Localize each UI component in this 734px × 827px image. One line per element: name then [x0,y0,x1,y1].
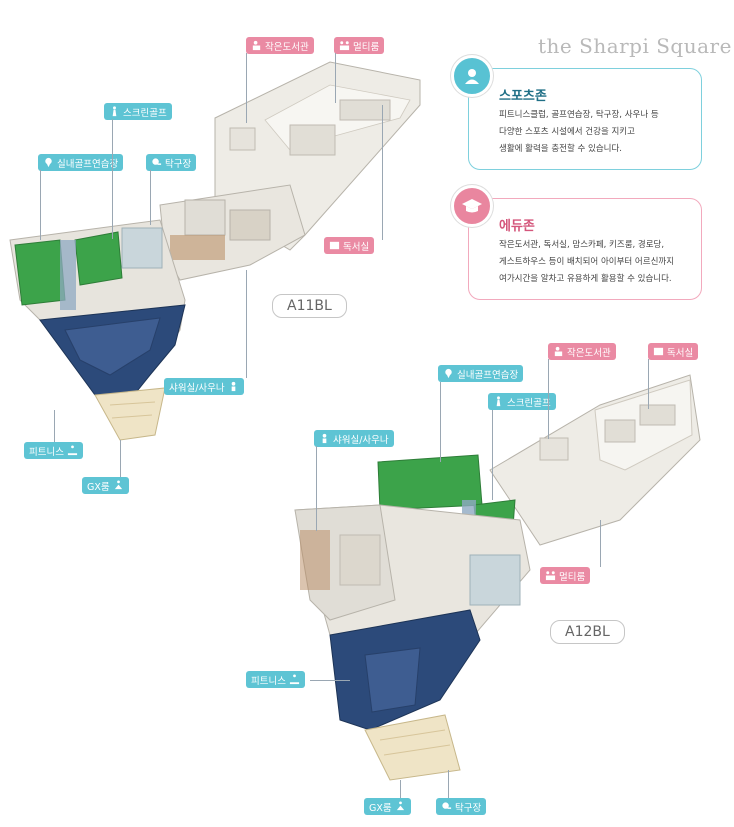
a11-shower-callout: 샤워실/사우나 [164,378,244,395]
a12-screen-golf-callout: 스크린골프 [488,393,556,410]
a11-plan-label: A11BL [272,294,347,318]
pingpong-icon [442,802,452,809]
a12-pingpong-callout: 탁구장 [436,798,487,815]
treadmill-icon [289,674,300,685]
yoga-icon [114,480,122,490]
sports-zone-card: 스포츠존 피트니스클럽, 골프연습장, 탁구장, 사우나 등 다양한 스포츠 시… [451,55,702,170]
yoga-icon [396,801,404,811]
a12-indoor-golf-callout: 실내골프연습장 [438,365,524,382]
a12-plan-label: A12BL [550,620,625,644]
a12-fitness-callout: 피트니스 [246,671,305,688]
a11-screen-golf-callout: 스크린골프 [104,103,172,120]
a12-library-callout: 작은도서관 [548,343,616,360]
a11-reading-room-callout: 독서실 [324,237,375,254]
treadmill-icon [67,445,78,456]
reader-icon [252,40,261,51]
sports-zone-title: 스포츠존 [499,89,547,104]
a11-library-callout: 작은도서관 [246,37,314,54]
shower-icon [231,381,235,392]
a12-reading-room-callout: 독서실 [648,343,699,360]
sports-zone-desc: 피트니스클럽, 골프연습장, 탁구장, 사우나 등 다양한 스포츠 시설에서 건… [499,110,659,154]
location-pin-icon [445,368,452,379]
book-icon [653,347,664,356]
a11-multiroom-callout: 멀티룸 [334,37,385,54]
book-icon [329,241,340,250]
edu-zone-desc: 작은도서관, 독서실, 맘스카페, 키즈룸, 경로당, 게스트하우스 등이 배치… [499,240,675,284]
pingpong-icon [152,158,162,165]
a11-pingpong-callout: 탁구장 [146,154,197,171]
graduation-cap-icon [451,185,493,227]
golfer-icon [496,396,501,407]
group-icon [339,41,350,51]
golfer-icon [112,106,117,117]
a11-gx-callout: GX룸 [82,477,129,494]
user-icon [451,55,493,97]
shower-icon [322,433,327,444]
a12-multiroom-callout: 멀티룸 [540,567,591,584]
a11-indoor-golf-callout: 실내골프연습장 [38,154,124,171]
edu-zone-title: 에듀존 [499,219,535,234]
edu-zone-card: 에듀존 작은도서관, 독서실, 맘스카페, 키즈룸, 경로당, 게스트하우스 등… [451,185,702,300]
a12-gx-callout: GX룸 [364,798,411,815]
location-pin-icon [45,157,52,168]
a11-fitness-callout: 피트니스 [24,442,83,459]
group-icon [545,571,556,581]
a12-shower-callout: 샤워실/사우나 [314,430,394,447]
brand-title: the Sharpi Square [538,34,732,58]
reader-icon [554,346,563,357]
